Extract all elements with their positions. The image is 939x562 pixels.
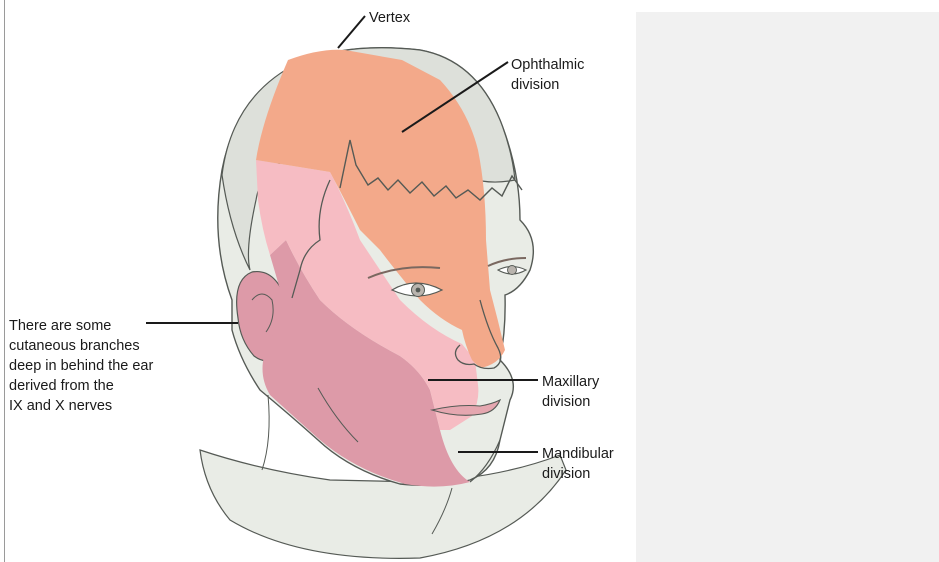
vertex-label: Vertex (369, 10, 411, 26)
ear-note-line-2: cutaneous branches (9, 338, 140, 354)
vertex-leader-line (338, 16, 365, 48)
mandibular-label-line-2: division (542, 466, 590, 482)
ophthalmic-label-line-1: Ophthalmic (511, 57, 584, 73)
ear-note-line-4: derived from the (9, 378, 114, 394)
ear-note-line-1: There are some (9, 318, 111, 334)
maxillary-label-line-1: Maxillary (542, 374, 600, 390)
maxillary-label-line-2: division (542, 394, 590, 410)
ophthalmic-label-line-2: division (511, 77, 559, 93)
mandibular-label-line-1: Mandibular (542, 446, 614, 462)
ear-note-line-3: deep in behind the ear (9, 358, 153, 374)
neck-line-left (262, 395, 269, 470)
ear-note-line-5: IX and X nerves (9, 398, 112, 414)
